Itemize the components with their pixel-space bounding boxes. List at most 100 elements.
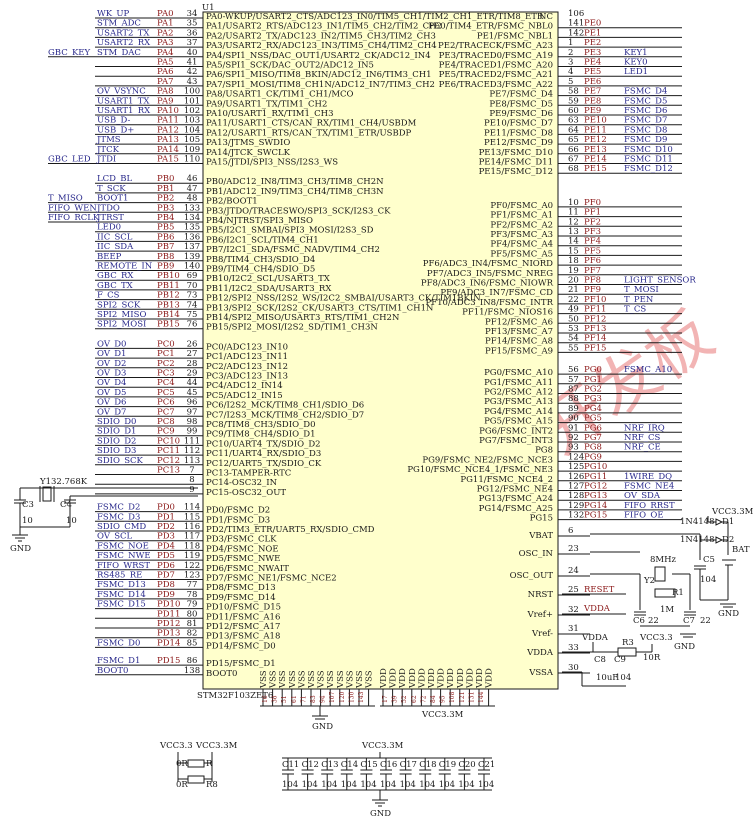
right-pin-name: PF12 [584,314,606,324]
left-pin-number: 28 [187,359,198,369]
left-pin-number: 69 [187,271,198,281]
left-pin-function: PC14-OSC32_IN [206,478,278,488]
vss-pin-label: VSS [355,670,365,689]
left-net-label: FSMC_D13 [97,580,146,590]
right-net-label: T_MOSI [624,285,659,295]
left-net-label: FSMC_D1 [97,656,140,666]
vss-pin-number: 61 [291,695,298,703]
right-pin-function: PE11/FSMC_D8 [484,128,553,138]
crystal8-c7: C7 [683,616,695,626]
vdd-pin-number: 144 [478,691,485,703]
vss-pin-number: 71 [300,695,307,703]
left-pin-name: PA2 [157,28,174,38]
cap-value: 104 [439,780,455,790]
battery-circuit: VCC3.3M 1N4148 1N4148 D1 D2 BAT C5 104 G… [590,507,754,619]
left-pin-name: PA11 [157,116,179,126]
right-pin-function: PF7/ADC3_IN5/FSMC_NREG [427,269,553,279]
left-pin-function: PD15/FSMC_D1 [206,659,276,669]
left-pin-function: PA8/USART1_CK/TIM1_CH1/MCO [206,90,354,100]
right-pin-number: 57 [568,375,579,385]
left-pin-function: PC9/TIM8_CH4/SDIO_D1 [206,430,316,440]
right-net-label: T_CS [624,305,646,315]
cap-ref: C17 [400,760,417,770]
vdd-pin-label: VDD [446,668,456,689]
left-pin-name: PC11 [157,446,180,456]
cap-ref: C20 [458,760,475,770]
left-net-label: USB_D- [97,116,130,126]
right-pin-name: PE10 [584,116,607,126]
right-pin-function: PE8/FSMC_D5 [489,99,553,109]
left-pin-function: PA3/USART2_RX/ADC123_IN3/TIM5_CH4/TIM2_C… [206,41,437,51]
left-net-label: SPI2_MISO [97,310,146,320]
left-pin-function: BOOT0 [206,669,237,679]
left-pin-number: 44 [187,378,198,388]
left-pin-number: 26 [187,339,198,349]
left-pin-function: PB2/BOOT1 [206,197,258,207]
left-net-label: OV_D4 [97,378,126,388]
right-pin-number: 5 [568,77,573,87]
left-pin-name: PA4 [157,48,174,58]
left-pin-number: 102 [184,106,200,116]
right-pin-function: PG7/FSMC_INT3 [479,436,553,446]
right-net-label: FSMC_D11 [624,155,673,165]
left-pin-number: 29 [187,369,198,379]
chip-ref: U1 [202,3,215,13]
left-pin-name: PD1 [157,512,175,522]
vss-pin-number: 38 [272,695,279,703]
r3-val: 10R [643,653,661,663]
right-net-label: 1WIRE_DQ [624,472,672,482]
vss-pin-label: VSS [269,670,279,689]
left-pin-name: PC4 [157,378,175,388]
right-pin-number: 3 [568,58,573,68]
right-pin-name: PG10 [584,462,607,472]
left-pin-function: PA0-WKUP/USART2_CTS/ADC123_IN0/TIM5_CH1/… [206,12,544,22]
left-net-label: STM_DAC [97,48,141,58]
crystal8-c6-val: 22 [648,616,659,626]
right-pin-number: 20 [568,276,579,286]
right-pin-number: 14 [568,237,579,247]
right-pin-name: PE0 [584,19,601,29]
right-pin-number: 1 [568,38,573,48]
left-net-label: BEEP [97,252,122,262]
left-net-label: FIFO_WRST [97,561,150,571]
left-pin-number: 133 [184,203,200,213]
right-pin-number: 50 [568,314,579,324]
decoupling-vcc-label: VCC3.3M [361,741,404,751]
left-pin-number: 75 [187,310,198,320]
vdd-pin-number: 52 [401,695,408,703]
power-pin-number: 30 [568,663,579,673]
left-pin-function: PB7/I2C1_SDA/FSMC_NADV/TIM4_CH2 [206,245,380,255]
c9-ref: C9 [614,655,626,665]
right-net-label: FSMC_D7 [624,116,667,126]
right-pin-number: 56 [568,365,579,375]
left-pin-name: PC2 [157,359,175,369]
left-pin-number: 27 [187,349,198,359]
left-extra-net: T_MISO [48,194,83,204]
left-pin-number: 136 [184,232,200,242]
left-pin-name: PD6 [157,561,175,571]
right-pin-function: PE13/FSMC_D10 [479,148,553,158]
right-net-label: FIFO_OE [624,511,664,521]
left-pin-function: PC15-OSC32_OUT [206,488,286,498]
cap-ref: C12 [302,760,319,770]
crystal32-cap2-val: 10 [66,516,77,526]
right-pin-number: 68 [568,164,579,174]
vss-pin-number: 120 [339,691,346,703]
vss-pin-label: VSS [345,670,355,689]
left-pin-number: 118 [184,541,200,551]
left-pin-name: PD2 [157,522,175,532]
right-pin-number: 64 [568,125,579,135]
left-net-label: OV_D0 [97,339,126,349]
right-pin-number: 63 [568,116,579,126]
right-net-label: KEY0 [624,58,648,68]
bl-rbot-val: 0R [176,780,188,790]
cap-value: 104 [400,780,416,790]
right-pin-number: 53 [568,324,579,334]
right-pin-number: 10 [568,198,579,208]
power-pin-function: VBAT [528,531,553,541]
left-pin-function: PD0/FSMC_D2 [206,506,270,516]
left-net-label: FSMC_D3 [97,512,140,522]
left-pin-function: PB15/SPI2_MOSI/I2S2_SD/TIM1_CH3N [206,323,378,333]
right-net-label: LED1 [624,67,648,77]
right-pin-name: PF7 [584,266,601,276]
